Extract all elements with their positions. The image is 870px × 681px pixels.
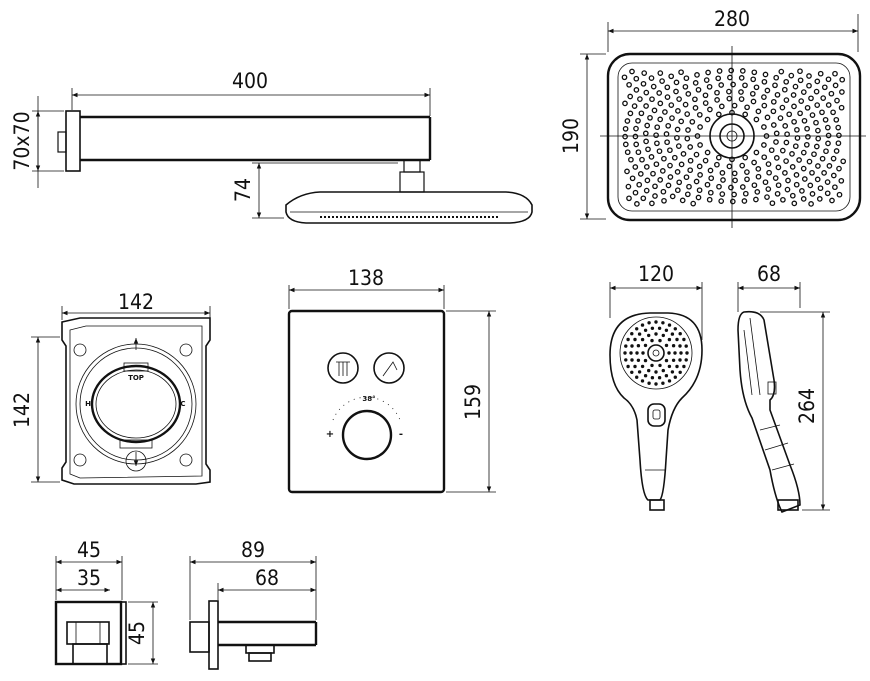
plus-label: + xyxy=(326,429,334,440)
hand-nozzle-pattern xyxy=(623,320,689,386)
outlet-outer-label: 45 xyxy=(77,538,101,562)
mounting-box-drawing: TOP H C 142 142 xyxy=(10,290,211,485)
minus-label: - xyxy=(399,429,403,440)
head-width-label: 280 xyxy=(714,7,750,31)
hand-shower-side-drawing: 68 264 xyxy=(737,262,830,514)
head-height-label: 190 xyxy=(559,118,583,154)
spout-inner-label: 68 xyxy=(255,566,279,590)
arm-drop-label: 74 xyxy=(231,178,255,202)
plate-width-label: 138 xyxy=(348,266,384,290)
outlet-height-label: 45 xyxy=(125,621,149,645)
hand-depth-label: 68 xyxy=(757,262,781,286)
top-marking-label: TOP xyxy=(128,374,144,382)
box-height-label: 142 xyxy=(10,392,34,428)
outlet-inner-label: 35 xyxy=(77,566,101,590)
spout-drawing: 89 68 xyxy=(189,538,318,670)
valve-plate-drawing: 38° + - 138 159 xyxy=(287,266,496,494)
temperature-label: 38° xyxy=(362,395,375,403)
hot-marking-label: H xyxy=(85,400,91,408)
spout-length-label: 89 xyxy=(241,538,265,562)
hand-width-label: 120 xyxy=(638,262,674,286)
shower-head-drawing: 280 190 xyxy=(559,7,866,228)
box-width-label: 142 xyxy=(118,290,154,314)
outlet-drawing: 45 35 45 xyxy=(54,538,158,666)
flange-size-label: 70x70 xyxy=(10,111,34,170)
cold-marking-label: C xyxy=(180,400,185,408)
hand-length-label: 264 xyxy=(795,388,819,424)
shower-arm-drawing: 400 70x70 74 xyxy=(10,69,533,224)
arm-length-label: 400 xyxy=(232,69,268,93)
nozzle-pattern xyxy=(621,67,847,207)
plate-height-label: 159 xyxy=(461,384,485,420)
hand-shower-front-drawing: 120 xyxy=(609,262,703,511)
